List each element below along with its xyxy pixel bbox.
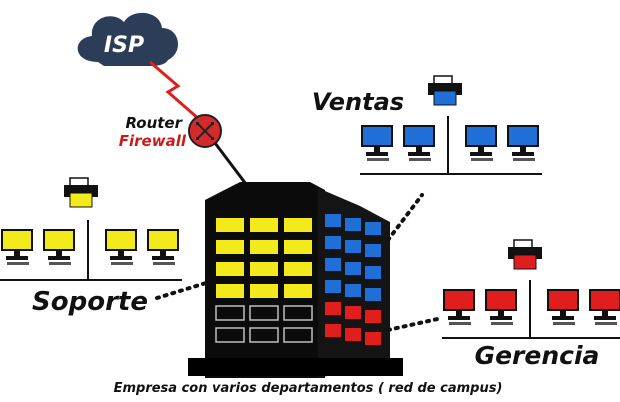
- building-window: [216, 262, 244, 276]
- computer-icon: [361, 125, 393, 161]
- router-label: Router: [125, 114, 183, 132]
- building-window: [325, 280, 341, 293]
- computer-icon: [589, 289, 620, 325]
- computer-icon: [105, 229, 137, 265]
- cloud-icon: ISP: [77, 12, 179, 66]
- computer-icon: [443, 289, 475, 325]
- building-window: [250, 240, 278, 254]
- printer-icon: [508, 239, 542, 270]
- building-icon: [188, 182, 403, 378]
- computer-icon: [485, 289, 517, 325]
- soporte-connector: [155, 281, 208, 300]
- building-window: [345, 218, 361, 231]
- building-window: [284, 240, 312, 254]
- building-window: [365, 222, 381, 235]
- building-window: [325, 236, 341, 249]
- building-window: [216, 240, 244, 254]
- building-window: [215, 327, 245, 343]
- building-window: [249, 327, 279, 343]
- wan-link: [149, 60, 201, 122]
- soporte-label: Soporte: [32, 287, 148, 317]
- building-window: [365, 310, 381, 323]
- building-window: [250, 262, 278, 276]
- building-window: [365, 266, 381, 279]
- ventas-connector: [386, 193, 424, 242]
- router-icon: [188, 114, 222, 148]
- computer-icon: [43, 229, 75, 265]
- building-window: [325, 258, 341, 271]
- computer-icon: [147, 229, 179, 265]
- building-window: [250, 284, 278, 298]
- building-window: [345, 328, 361, 341]
- department-gerencia: [442, 239, 620, 339]
- printer-icon: [64, 177, 98, 208]
- gerencia-connector: [386, 316, 444, 332]
- department-soporte: [0, 177, 182, 281]
- building-window: [345, 240, 361, 253]
- computer-icon: [507, 125, 539, 161]
- building-window: [345, 284, 361, 297]
- building-window: [325, 324, 341, 337]
- firewall-label: Firewall: [119, 132, 187, 150]
- building-window: [284, 262, 312, 276]
- computer-icon: [465, 125, 497, 161]
- printer-icon: [428, 75, 462, 106]
- building-window: [325, 302, 341, 315]
- building-window: [250, 218, 278, 232]
- building-window: [365, 244, 381, 257]
- building-window: [283, 327, 313, 343]
- building-window: [283, 305, 313, 321]
- building-window: [284, 284, 312, 298]
- building-window: [215, 305, 245, 321]
- building-window: [325, 214, 341, 227]
- computer-icon: [1, 229, 33, 265]
- building-window: [365, 332, 381, 345]
- computer-icon: [403, 125, 435, 161]
- building-window: [284, 218, 312, 232]
- building-window: [345, 306, 361, 319]
- building-window: [249, 305, 279, 321]
- gerencia-label: Gerencia: [475, 341, 600, 370]
- building-window: [345, 262, 361, 275]
- isp-label: ISP: [104, 33, 144, 58]
- ventas-label: Ventas: [312, 88, 404, 116]
- department-ventas: [360, 75, 542, 175]
- building-window: [365, 288, 381, 301]
- computer-icon: [547, 289, 579, 325]
- caption: Empresa con varios departamentos ( red d…: [114, 381, 503, 396]
- building-window: [216, 284, 244, 298]
- building-window: [216, 218, 244, 232]
